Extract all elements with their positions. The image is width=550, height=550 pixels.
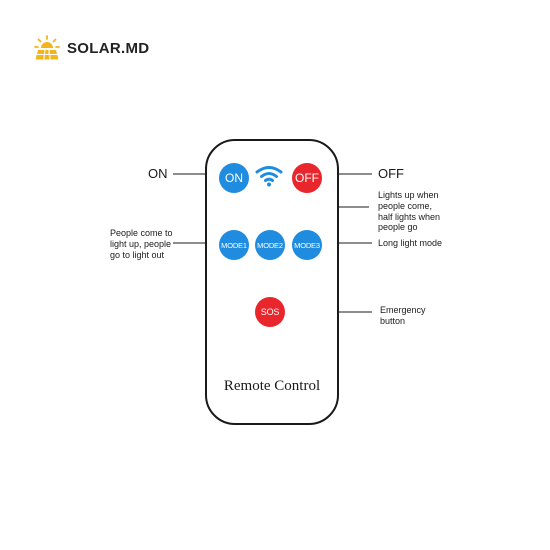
callout-mode3: Long light mode xyxy=(378,238,443,248)
sun-panel-icon xyxy=(34,35,60,60)
callout-sos-line: button xyxy=(380,315,406,326)
callout-mode2-line: people come, xyxy=(378,200,433,211)
on-button[interactable]: ON xyxy=(219,163,249,193)
wifi-icon xyxy=(255,166,283,187)
callout-mode2: Lights up when people come, half lights … xyxy=(378,190,440,233)
callout-mode2-line: people go xyxy=(378,222,418,233)
mode1-button[interactable]: MODE1 xyxy=(219,230,249,260)
callout-sos-line: Emergency xyxy=(380,305,426,315)
brand-logo: SOLAR.MD xyxy=(33,34,149,62)
remote-title: Remote Control xyxy=(223,378,321,394)
brand-name: SOLAR.MD xyxy=(67,39,150,57)
off-button[interactable]: OFF xyxy=(292,163,322,193)
callout-on: ON xyxy=(148,166,168,181)
remote-control-body: ON OFF MODE1 MODE2 MODE3 SOS Remote Cont… xyxy=(205,139,339,425)
callout-mode1-line: light up, people xyxy=(110,238,172,249)
mode3-button[interactable]: MODE3 xyxy=(292,230,322,260)
callout-off: OFF xyxy=(378,166,404,181)
callout-mode2-line: half lights when xyxy=(378,211,441,222)
mode2-button[interactable]: MODE2 xyxy=(255,230,285,260)
callout-mode1: People come to light up, people go to li… xyxy=(110,228,173,260)
callout-mode1-line: People come to xyxy=(110,228,173,238)
sos-button[interactable]: SOS xyxy=(255,297,285,327)
callout-sos: Emergency button xyxy=(380,305,426,327)
callout-mode2-line: Lights up when xyxy=(378,190,439,200)
callout-mode1-line: go to light out xyxy=(110,249,165,260)
